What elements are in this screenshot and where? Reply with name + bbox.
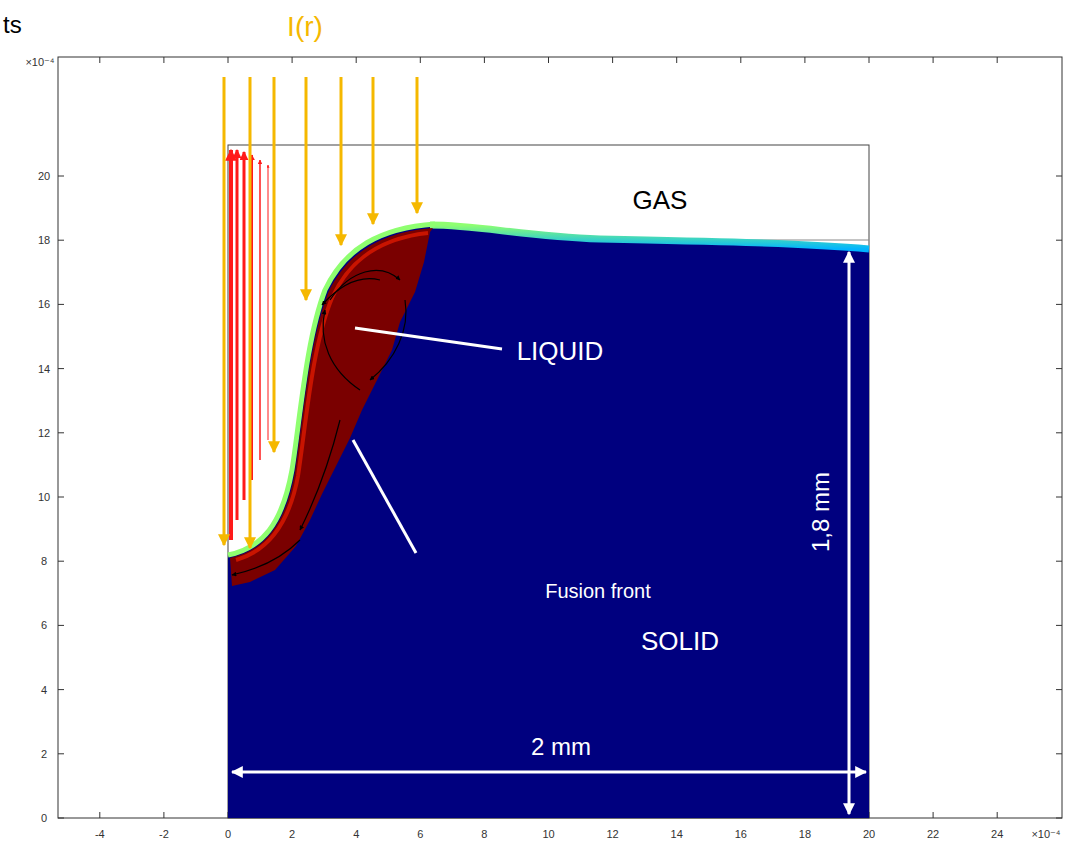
axis-tick (58, 304, 64, 305)
axis-tick (58, 432, 64, 433)
dimension-label: 2 mm (531, 735, 591, 759)
region-label: SOLID (641, 628, 719, 654)
axis-tick (548, 57, 549, 63)
axis-tick-label: 14 (38, 363, 50, 374)
axis-tick-label: 0 (225, 829, 231, 840)
axis-tick-label: 10 (38, 492, 50, 503)
axis-tick-label: -4 (95, 829, 105, 840)
axis-tick (163, 57, 164, 63)
axis-tick (740, 57, 741, 63)
axis-tick-label: 18 (38, 235, 50, 246)
axis-tick (356, 57, 357, 63)
axis-tick (99, 57, 100, 63)
annotation-label: Fusion front (545, 581, 651, 601)
axis-tick (1056, 432, 1062, 433)
cut-label: ts (3, 13, 22, 37)
dimension-label: 1,8 mm (809, 472, 833, 552)
axis-tick-label: 2 (41, 748, 47, 759)
axis-tick-label: 10 (542, 829, 554, 840)
axis-tick-label: 12 (606, 829, 618, 840)
axis-tick (163, 812, 164, 818)
axis-tick-label: 8 (41, 556, 47, 567)
axis-tick (997, 57, 998, 63)
axis-tick-label: 12 (38, 427, 50, 438)
axis-tick (1056, 561, 1062, 562)
axis-tick (58, 625, 64, 626)
axis-tick (228, 57, 229, 63)
axis-tick (869, 57, 870, 63)
axis-tick-label: 2 (289, 829, 295, 840)
axis-tick (1056, 753, 1062, 754)
region-label: GAS (633, 187, 688, 213)
axis-tick (58, 561, 64, 562)
axis-tick (1056, 625, 1062, 626)
axis-exponent: ×10⁻⁴ (1031, 829, 1060, 840)
axis-tick (292, 57, 293, 63)
axis-tick (58, 753, 64, 754)
axis-tick-label: 20 (863, 829, 875, 840)
axis-tick-label: 6 (41, 620, 47, 631)
axis-tick-label: 22 (927, 829, 939, 840)
axis-tick (1056, 689, 1062, 690)
axis-tick (99, 812, 100, 818)
axis-tick-label: 14 (671, 829, 683, 840)
axis-tick (58, 240, 64, 241)
axis-exponent: ×10⁻⁴ (25, 57, 54, 68)
axis-tick-label: 4 (41, 684, 47, 695)
axis-tick (420, 57, 421, 63)
axis-tick (58, 497, 64, 498)
axis-tick (1056, 368, 1062, 369)
axis-tick (804, 57, 805, 63)
axis-tick-label: 24 (991, 829, 1003, 840)
axis-tick (1056, 497, 1062, 498)
axis-tick (58, 818, 64, 819)
region-label: LIQUID (517, 338, 604, 364)
axis-tick (58, 368, 64, 369)
axis-tick-label: 4 (353, 829, 359, 840)
axis-tick (58, 176, 64, 177)
axis-tick (933, 812, 934, 818)
axis-tick-label: 0 (41, 813, 47, 824)
axis-tick (1056, 240, 1062, 241)
axis-tick-label: 20 (38, 171, 50, 182)
axis-tick-label: 8 (481, 829, 487, 840)
axis-tick (1056, 176, 1062, 177)
axis-tick (58, 689, 64, 690)
axis-tick (676, 57, 677, 63)
axis-tick (997, 812, 998, 818)
intensity-label: I(r) (287, 13, 323, 41)
axis-tick (484, 57, 485, 63)
axis-tick-label: -2 (159, 829, 169, 840)
axis-tick (1056, 818, 1062, 819)
axis-tick (933, 57, 934, 63)
axis-tick-label: 18 (799, 829, 811, 840)
axis-tick (1056, 304, 1062, 305)
axis-tick-label: 6 (417, 829, 423, 840)
axis-tick-label: 16 (38, 299, 50, 310)
axis-tick-label: 16 (735, 829, 747, 840)
axis-tick (612, 57, 613, 63)
